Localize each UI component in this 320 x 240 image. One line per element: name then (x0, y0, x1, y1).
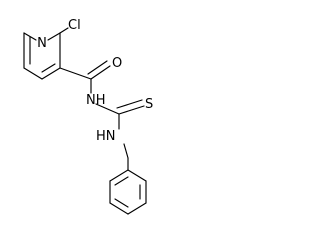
bond-c4-c3-inner (41, 63, 56, 73)
atom-label-carbonyl-oxygen: O (112, 56, 122, 71)
bonds (23, 27, 147, 215)
atom-label-chlorine: Cl (68, 18, 81, 33)
bond-n8-c9 (95, 103, 120, 115)
bond-b4-b5-inner (114, 198, 129, 208)
molecule-structure: N Cl O NH S HN (23, 18, 153, 215)
bond-c9-s (118, 105, 145, 115)
bond-b4-b5 (109, 202, 129, 215)
bond-c5-c4 (23, 67, 43, 80)
bond-b6-b1-inner (114, 176, 129, 186)
bond-c3-c7 (59, 67, 92, 80)
bond-c2-cl (59, 27, 69, 34)
atom-label-ring-n: N (37, 36, 47, 51)
atom-label-amide-nh: NH (86, 93, 106, 108)
bond-c4-c3 (41, 67, 61, 80)
bond-n1-c2 (47, 32, 61, 41)
bond-b3-b4 (127, 202, 147, 215)
atom-label-benzyl-nh: HN (96, 129, 116, 144)
bond-c7-o-second (87, 60, 108, 75)
bond-c9-s-second (116, 99, 143, 109)
bond-b6-b1 (109, 169, 129, 182)
bond-c7-o (90, 65, 111, 80)
bond-b1-b2 (127, 169, 147, 182)
atom-label-thione-sulfur: S (145, 97, 153, 112)
bond-n10-ch2 (123, 143, 129, 159)
